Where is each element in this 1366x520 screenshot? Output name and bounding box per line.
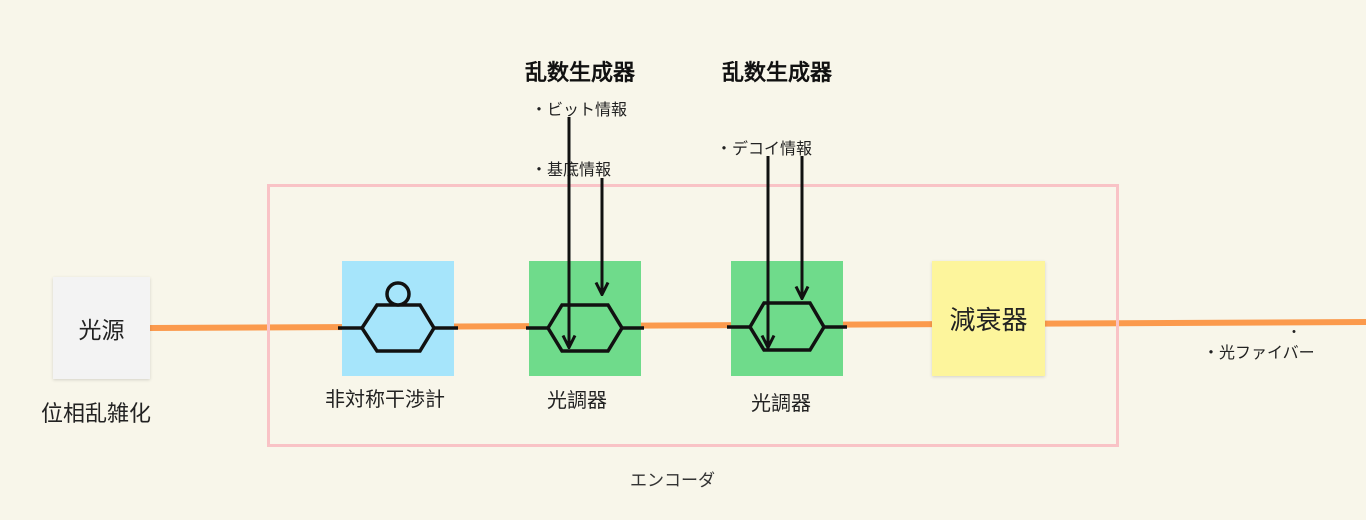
- interferometer-label: 非対称干渉計: [325, 387, 445, 411]
- light-source-label: 光源: [78, 318, 125, 344]
- optical-fiber-label: ・光ファイバー: [1203, 343, 1315, 362]
- rng-1-title: 乱数生成器: [525, 61, 636, 86]
- attenuator-label: 減衰器: [949, 306, 1028, 336]
- modulator-2-label: 光調器: [751, 391, 811, 415]
- modulator-2-symbol: [727, 301, 847, 352]
- encoder-boundary: [267, 184, 1119, 447]
- fiber-dot: ・: [1287, 325, 1301, 341]
- attenuator-box: 減衰器: [932, 261, 1045, 376]
- rng-1-basis-info: ・基底情報: [531, 160, 612, 179]
- light-source-box: 光源: [53, 277, 150, 379]
- phase-randomization-label: 位相乱雑化: [41, 402, 152, 427]
- modulator-1-label: 光調器: [547, 388, 607, 412]
- rng-2-title: 乱数生成器: [722, 61, 833, 86]
- modulator-1-symbol: [526, 303, 644, 353]
- encoder-label: エンコーダ: [630, 471, 715, 491]
- rng-2-decoy-info: ・デコイ情報: [716, 139, 813, 158]
- rng-1-bit-info: ・ビット情報: [531, 100, 628, 119]
- interferometer-symbol: [338, 281, 458, 353]
